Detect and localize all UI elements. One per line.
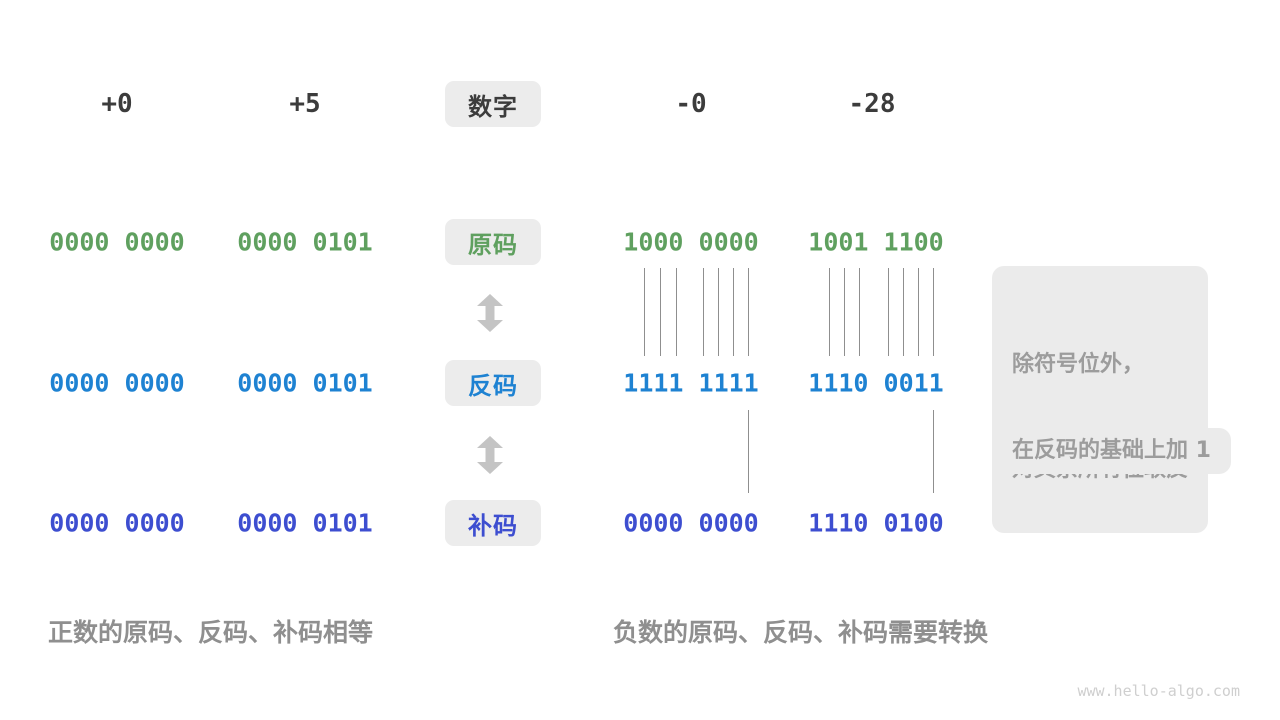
sign-magnitude-value-plus0: 0000 0000 — [49, 227, 185, 257]
bit-tick-line — [748, 268, 749, 356]
twos-complement-value-plus5: 0000 0101 — [237, 508, 373, 538]
watermark: www.hello-algo.com — [1077, 682, 1240, 700]
ones-complement-badge: 反码 — [445, 360, 541, 406]
bit-tick-line — [888, 268, 889, 356]
ones-complement-value-minus28: 1110 0011 — [808, 368, 944, 398]
bit-tick-line — [733, 268, 734, 356]
bit-tick-line — [859, 268, 860, 356]
header-label-minus0: -0 — [675, 89, 707, 119]
bit-tick-line — [933, 268, 934, 356]
up-down-arrow-icon — [477, 294, 503, 332]
twos-complement-badge: 补码 — [445, 500, 541, 546]
twos-complement-value-minus28: 1110 0100 — [808, 508, 944, 538]
positive-caption: 正数的原码、反码、补码相等 — [48, 618, 374, 647]
sign-magnitude-value-minus0: 1000 0000 — [623, 227, 759, 257]
sign-magnitude-value-plus5: 0000 0101 — [237, 227, 373, 257]
add-one-note-box: 在反码的基础上加 1 — [992, 428, 1231, 474]
bit-tick-line — [644, 268, 645, 356]
header-label-minus28: -28 — [848, 89, 896, 119]
carry-line — [748, 410, 749, 493]
invert-note-line1: 除符号位外， — [1012, 352, 1145, 377]
sign-magnitude-value-minus28: 1001 1100 — [808, 227, 944, 257]
ones-complement-value-minus0: 1111 1111 — [623, 368, 759, 398]
bit-tick-line — [829, 268, 830, 356]
sign-magnitude-badge: 原码 — [445, 219, 541, 265]
twos-complement-value-minus0: 0000 0000 — [623, 508, 759, 538]
bit-tick-line — [660, 268, 661, 356]
bit-tick-line — [718, 268, 719, 356]
ones-complement-value-plus0: 0000 0000 — [49, 368, 185, 398]
carry-line — [933, 410, 934, 493]
bit-tick-line — [918, 268, 919, 356]
bit-tick-line — [703, 268, 704, 356]
bit-tick-line — [676, 268, 677, 356]
up-down-arrow-icon — [477, 436, 503, 474]
bit-tick-line — [844, 268, 845, 356]
header-label-plus5: +5 — [289, 89, 321, 119]
invert-note-box: 除符号位外， 对其余所有位取反 — [992, 266, 1209, 533]
bit-tick-line — [903, 268, 904, 356]
twos-complement-value-plus0: 0000 0000 — [49, 508, 185, 538]
ones-complement-value-plus5: 0000 0101 — [237, 368, 373, 398]
number-badge: 数字 — [445, 81, 541, 127]
header-label-plus0: +0 — [101, 89, 133, 119]
negative-caption: 负数的原码、反码、补码需要转换 — [613, 618, 989, 647]
